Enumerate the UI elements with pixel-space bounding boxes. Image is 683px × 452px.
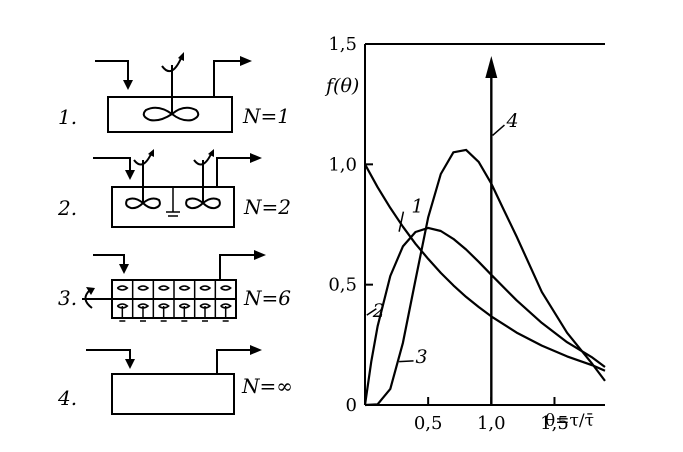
y-tick-label: 1,5 [328, 34, 357, 55]
series-2-line [363, 226, 606, 406]
x-tick-label: 1,0 [477, 413, 506, 434]
scheme-3-stirrer [199, 285, 212, 322]
scheme-2-number: 2. [57, 196, 77, 220]
scheme-1-n-label: N=1 [242, 104, 290, 128]
y-tick-label: 1,0 [328, 154, 357, 175]
scheme-3-stirrer [137, 285, 150, 322]
scheme-4-number: 4. [57, 386, 77, 410]
scheme-3-number: 3. [58, 286, 77, 310]
scheme-3: 3. N=6 [58, 250, 291, 322]
rtd-chart: 0,5 1,0 1,5 0 0,5 1,0 1,5 1 2 3 4 f(θ) θ=τ/τ̄ [324, 34, 606, 434]
y-tick-label: 0 [346, 395, 357, 416]
scheme-3-stirrer [220, 285, 232, 322]
scheme-3-rotation-arrow [84, 289, 93, 309]
scheme-3-stirrer [116, 285, 129, 322]
series-layer: 1 2 3 4 [363, 56, 606, 407]
scheme-4-vessel [111, 373, 235, 415]
series-1-leader [398, 211, 405, 232]
scheme-1-number: 1. [58, 105, 77, 129]
y-tick-label: 0,5 [328, 275, 357, 296]
series-2-leader [366, 308, 377, 316]
scheme-1-stirrer [142, 52, 200, 122]
scheme-3-stirrer [158, 285, 170, 322]
series-3-leader [399, 360, 414, 363]
series-2-label: 2 [372, 300, 385, 322]
x-axis-label: θ=τ/τ̄ [545, 411, 594, 431]
series-4-leader [492, 124, 505, 137]
scheme-4-inlet-arrow [86, 349, 131, 366]
scheme-4-outlet-arrow [216, 349, 258, 374]
scheme-3-outlet-arrow [219, 254, 262, 280]
series-1-line [364, 163, 606, 372]
scheme-2-inlet-arrow [93, 157, 131, 178]
x-tick-label: 0,5 [414, 413, 443, 434]
reactor-schemes: 1. N=1 2. [57, 52, 293, 415]
scheme-1-vessel [107, 96, 233, 133]
x-tick-label: 1,5 [540, 413, 569, 434]
scheme-2-stirrer-a [125, 149, 161, 210]
series-1-label: 1 [411, 196, 423, 218]
series-4-label: 4 [505, 110, 518, 132]
series-3-label: 3 [416, 346, 428, 368]
scheme-1-outlet-arrow [213, 60, 248, 97]
scheme-3-cells [116, 280, 232, 322]
scheme-2-outlet-arrow [216, 157, 258, 187]
series-3-line [364, 148, 606, 407]
scheme-2-stirrer-b [185, 149, 221, 210]
scheme-1-inlet-arrow [95, 60, 129, 88]
scheme-4-n-label: N=∞ [241, 374, 293, 398]
scheme-2: 2. N=2 [57, 149, 291, 228]
scheme-3-n-label: N=6 [243, 286, 291, 310]
scheme-2-n-label: N=2 [243, 195, 291, 219]
scheme-1: 1. N=1 [58, 52, 290, 133]
scheme-4: 4. N=∞ [57, 345, 293, 415]
tick-marks: 0,5 1,0 1,5 0 0,5 1,0 1,5 [328, 34, 568, 434]
y-axis-label: f(θ) [324, 75, 359, 97]
scheme-3-stirrer [178, 285, 191, 322]
scheme-3-inlet-arrow [93, 254, 125, 271]
series-4-arrowhead [485, 56, 498, 78]
